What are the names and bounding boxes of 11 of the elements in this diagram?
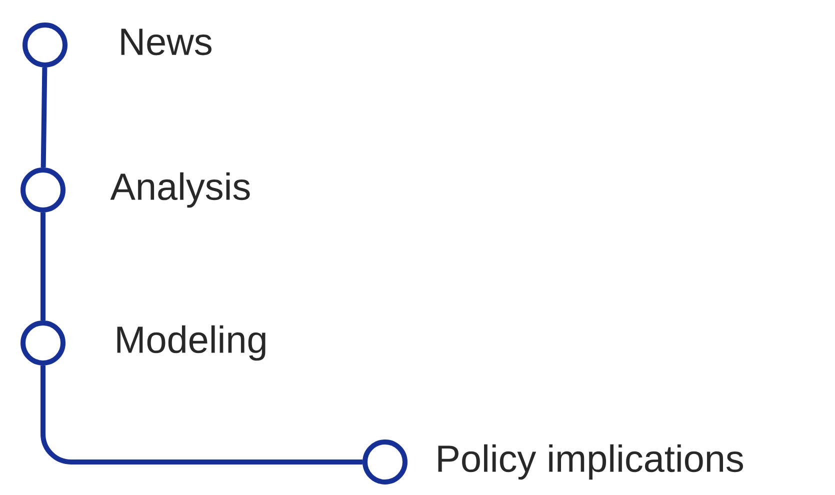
connector-line xyxy=(40,67,48,168)
circle-marker xyxy=(20,320,66,366)
circle-marker xyxy=(22,22,68,68)
step-label: Analysis xyxy=(110,172,250,208)
connector-line xyxy=(40,366,362,464)
circle-marker xyxy=(20,168,66,212)
step-label: Modeling xyxy=(117,325,266,361)
circle-marker xyxy=(362,440,408,484)
step-label: Policy implications xyxy=(438,444,744,480)
connector-line xyxy=(40,212,46,320)
step-label: News xyxy=(121,28,212,56)
